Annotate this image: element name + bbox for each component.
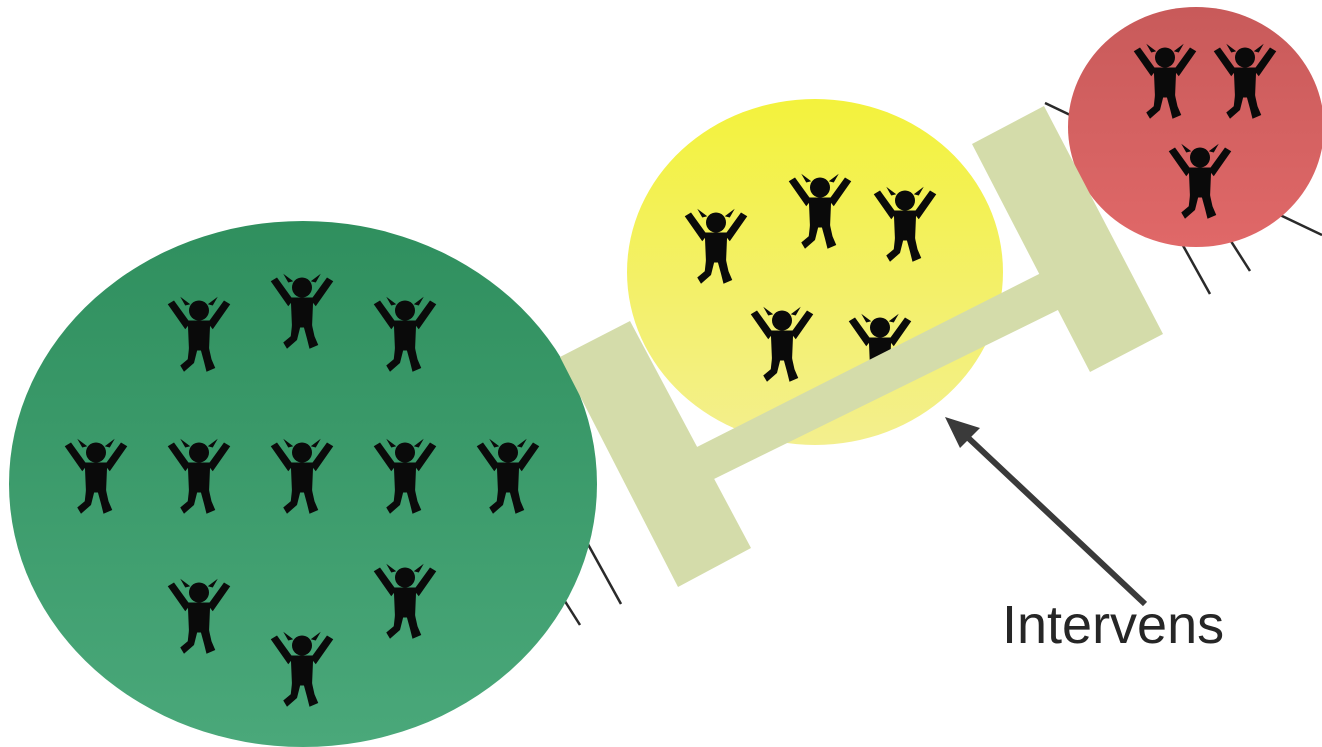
bridge-ramps — [560, 106, 1163, 587]
intervention-arrow — [945, 417, 1148, 607]
bridge-beam — [693, 270, 1066, 480]
red-circle — [1068, 7, 1322, 247]
upper-plank — [972, 106, 1163, 372]
lower-plank — [560, 321, 751, 587]
intervention-label: Intervens — [1002, 595, 1225, 655]
